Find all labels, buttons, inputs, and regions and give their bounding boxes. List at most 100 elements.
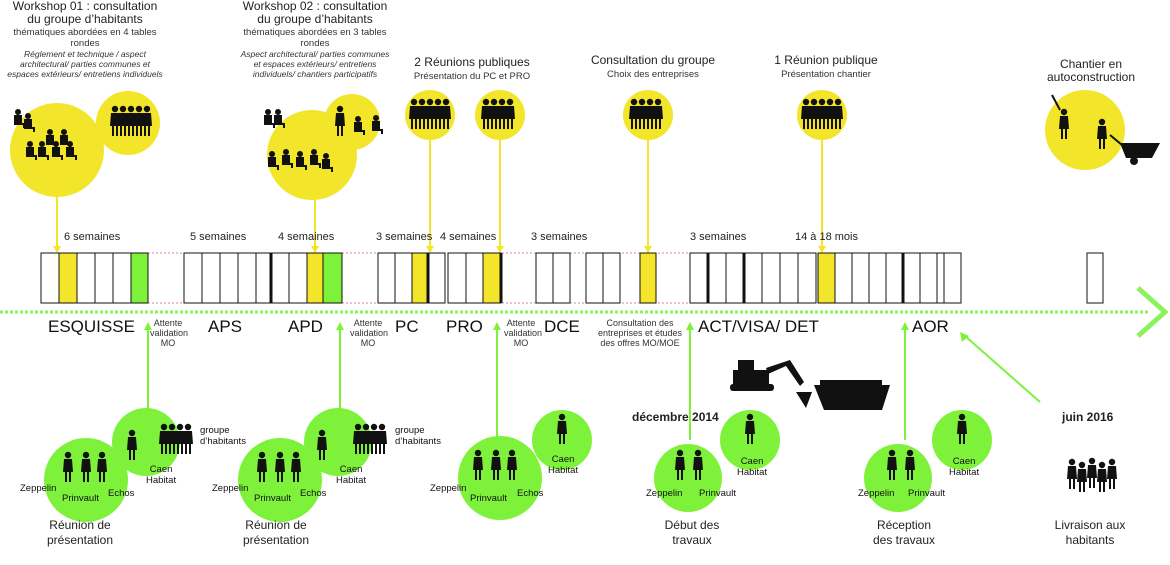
m2-echos: Echos	[300, 488, 327, 499]
m1-caption1: Réunion de	[49, 518, 111, 532]
m1-caen2: Habitat	[146, 475, 177, 486]
m1-groupe1: groupe	[200, 425, 230, 436]
week-cell	[602, 252, 621, 304]
m2-caption1: Réunion de	[245, 518, 307, 532]
duration-aor: 14 à 18 mois	[795, 231, 858, 243]
week-cell	[270, 252, 290, 304]
week-cell	[130, 252, 149, 304]
public-meeting-site-title: 1 Réunion publique	[774, 53, 878, 67]
consultation-offers-line1: Consultation des	[606, 318, 674, 328]
validation-note-3: Attente validation MO	[504, 318, 543, 348]
phase-pc: PC	[395, 317, 419, 336]
week-cell	[761, 252, 781, 304]
week-cell	[94, 252, 114, 304]
public-meeting-site-sub: Présentation chantier	[781, 69, 871, 80]
week-cell	[919, 252, 938, 304]
people-icon	[14, 98, 1107, 172]
validation-1-line3: MO	[160, 338, 176, 348]
week-cell	[219, 252, 239, 304]
week-cell	[40, 252, 60, 304]
workshop1-title-line1: Workshop 01 : consultation	[12, 0, 158, 13]
m2-prinvault: Prinvault	[254, 493, 291, 504]
week-cell	[585, 252, 604, 304]
m4-prinvault: Prinvault	[699, 488, 736, 499]
m1-groupe2: d’habitants	[200, 436, 246, 447]
week-cell	[58, 252, 78, 304]
consultation-offers-note: Consultation des entreprises et études d…	[594, 318, 686, 348]
m1-caen1: Caen	[149, 464, 173, 475]
week-cell	[707, 252, 727, 304]
workshop2-sub-line2: rondes	[300, 38, 330, 49]
week-cell	[394, 252, 413, 304]
m2-caption2: présentation	[242, 533, 310, 547]
week-cell	[76, 252, 96, 304]
m5-zeppelin: Zeppelin	[858, 488, 895, 499]
week-cell	[306, 252, 324, 304]
m3-caen1: Caen	[551, 454, 575, 465]
workshop2-ital-line2: et espaces extérieurs/ entretiens	[253, 59, 377, 69]
phase-aor: AOR	[912, 317, 949, 336]
week-cell	[322, 252, 343, 304]
public-meetings-title: 2 Réunions publiques	[414, 55, 530, 69]
top-connectors	[56, 138, 823, 252]
m2-zeppelin: Zeppelin	[212, 483, 249, 494]
m4-caption1: Début des	[664, 518, 720, 532]
workshop1-ital-line3: espaces extérieurs/ entretiens individue…	[7, 69, 163, 79]
week-cell	[743, 252, 763, 304]
week-cell	[779, 252, 799, 304]
workshop2-title-line1: Workshop 02 : consultation	[242, 0, 388, 13]
bottom-arrowheads	[144, 322, 969, 342]
m3-prinvault: Prinvault	[470, 493, 507, 504]
delivery-line1: Livraison aux	[1054, 518, 1126, 532]
delivery-line2: habitants	[1065, 533, 1115, 547]
yellow-circles	[10, 90, 1125, 200]
m3-echos: Echos	[517, 488, 544, 499]
validation-2-line2: validation	[350, 328, 389, 338]
m5-caption2: des travaux	[872, 533, 936, 547]
self-build-label: Chantier en autoconstruction	[1036, 58, 1146, 84]
m5-caen1: Caen	[952, 456, 976, 467]
week-cell	[482, 252, 502, 304]
week-cell	[817, 252, 836, 304]
duration-pc: 3 semaines	[376, 231, 433, 243]
duration-esquisse: 6 semaines	[64, 231, 121, 243]
phase-pro: PRO	[446, 317, 483, 336]
week-cell	[411, 252, 429, 304]
consultation-offers-line2: entreprises et études	[597, 328, 683, 338]
m4-caption2: travaux	[672, 533, 712, 547]
validation-2-line1: Attente	[353, 318, 383, 328]
consultation-offers-line3: des offres MO/MOE	[600, 338, 680, 348]
validation-1-line1: Attente	[153, 318, 183, 328]
phase-aps: APS	[208, 317, 243, 336]
public-meetings-sub: Présentation du PC et PRO	[413, 71, 531, 82]
phase-esquisse: ESQUISSE	[48, 317, 135, 336]
validation-2-line3: MO	[360, 338, 376, 348]
m5-prinvault: Prinvault	[908, 488, 945, 499]
phase-act-visa-det: ACT/VISA/ DET	[698, 317, 819, 336]
duration-aps: 5 semaines	[190, 231, 247, 243]
week-cell	[725, 252, 745, 304]
week-cell	[377, 252, 396, 304]
week-cell	[237, 252, 257, 304]
workshop1-sub-line2: rondes	[70, 38, 100, 49]
m2-groupe2: d’habitants	[395, 436, 441, 447]
duration-act: 3 semaines	[690, 231, 747, 243]
duration-pro: 4 semaines	[440, 231, 497, 243]
duration-dce: 3 semaines	[531, 231, 588, 243]
week-cell	[689, 252, 709, 304]
top-arrowheads	[53, 246, 826, 253]
workshop1-label: Workshop 01 : consultation du groupe d’h…	[0, 0, 170, 79]
m3-caen2: Habitat	[548, 465, 579, 476]
m1-zeppelin: Zeppelin	[20, 483, 57, 494]
week-cell	[183, 252, 203, 304]
validation-3-line2: validation	[504, 328, 543, 338]
validation-note-2: Attente validation MO	[350, 318, 389, 348]
milestone-dec-2014: décembre 2014	[632, 410, 719, 424]
week-cell	[639, 252, 657, 304]
